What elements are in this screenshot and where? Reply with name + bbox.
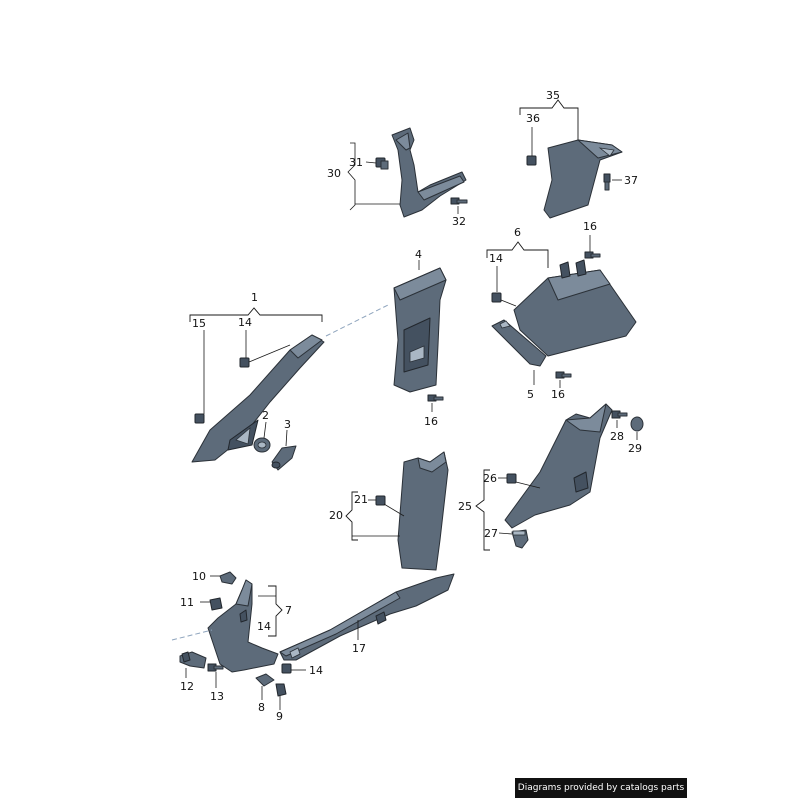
clip-31 bbox=[375, 157, 389, 170]
nut-9 bbox=[275, 683, 287, 697]
label-13: 13 bbox=[210, 690, 224, 703]
label-27: 27 bbox=[484, 527, 498, 540]
label-14a: 14 bbox=[238, 316, 252, 329]
label-9: 9 bbox=[276, 710, 283, 723]
sill-trim-17 bbox=[279, 573, 455, 661]
clip-14d bbox=[281, 663, 292, 674]
label-14c: 14 bbox=[257, 620, 271, 633]
label-20: 20 bbox=[329, 509, 343, 522]
nut-11 bbox=[209, 597, 223, 611]
label-16c: 16 bbox=[551, 388, 565, 401]
label-28: 28 bbox=[610, 430, 624, 443]
label-25: 25 bbox=[458, 500, 472, 513]
footwell-trim-7 bbox=[207, 579, 279, 673]
label-6: 6 bbox=[514, 226, 521, 239]
screw-16c bbox=[555, 371, 572, 379]
screw-32 bbox=[450, 197, 468, 205]
label-31: 31 bbox=[349, 156, 363, 169]
label-29: 29 bbox=[628, 442, 642, 455]
label-37: 37 bbox=[624, 174, 638, 187]
label-14d: 14 bbox=[309, 664, 323, 677]
credit-banner: Diagrams provided by catalogs parts bbox=[515, 778, 687, 798]
label-36: 36 bbox=[526, 112, 540, 125]
label-2: 2 bbox=[262, 409, 269, 422]
cover-3 bbox=[271, 445, 297, 471]
clip-36 bbox=[526, 155, 537, 166]
clip-15 bbox=[194, 413, 205, 424]
label-11: 11 bbox=[180, 596, 194, 609]
label-30: 30 bbox=[327, 167, 341, 180]
label-8: 8 bbox=[258, 701, 265, 714]
clip-14a bbox=[239, 357, 250, 368]
screw-16a bbox=[427, 394, 444, 402]
a-pillar-trim-1 bbox=[191, 334, 325, 463]
screw-28 bbox=[611, 410, 628, 419]
b-pillar-lower-trim-6 bbox=[513, 259, 637, 357]
clip-8 bbox=[255, 673, 275, 687]
c-pillar-lower-trim-25 bbox=[504, 403, 613, 529]
clip-21 bbox=[375, 495, 386, 506]
label-1: 1 bbox=[251, 291, 258, 304]
bracket-10 bbox=[219, 571, 237, 585]
screw-37 bbox=[603, 173, 611, 191]
label-32: 32 bbox=[452, 215, 466, 228]
label-16a: 16 bbox=[424, 415, 438, 428]
screw-16b bbox=[584, 251, 601, 259]
pillar-trim-upper-30 bbox=[391, 127, 467, 218]
label-10: 10 bbox=[192, 570, 206, 583]
label-21: 21 bbox=[354, 493, 368, 506]
label-26: 26 bbox=[483, 472, 497, 485]
label-14b: 14 bbox=[489, 252, 503, 265]
strip-5 bbox=[491, 319, 547, 367]
plug-27 bbox=[511, 529, 529, 549]
label-7: 7 bbox=[285, 604, 292, 617]
label-17: 17 bbox=[352, 642, 366, 655]
grommet-2 bbox=[253, 437, 271, 453]
b-pillar-lower-inner-20 bbox=[397, 451, 449, 571]
b-pillar-upper-trim-4 bbox=[393, 267, 447, 393]
label-5: 5 bbox=[527, 388, 534, 401]
label-4: 4 bbox=[415, 248, 422, 261]
label-3: 3 bbox=[284, 418, 291, 431]
label-35: 35 bbox=[546, 89, 560, 102]
clip-14b bbox=[491, 292, 502, 303]
label-15: 15 bbox=[192, 317, 206, 330]
screw-13 bbox=[207, 663, 224, 672]
clip-26 bbox=[506, 473, 517, 484]
cap-29 bbox=[630, 416, 644, 432]
label-12: 12 bbox=[180, 680, 194, 693]
label-16b: 16 bbox=[583, 220, 597, 233]
pillar-trim-rear-35 bbox=[543, 139, 623, 219]
bracket-12 bbox=[179, 651, 207, 669]
